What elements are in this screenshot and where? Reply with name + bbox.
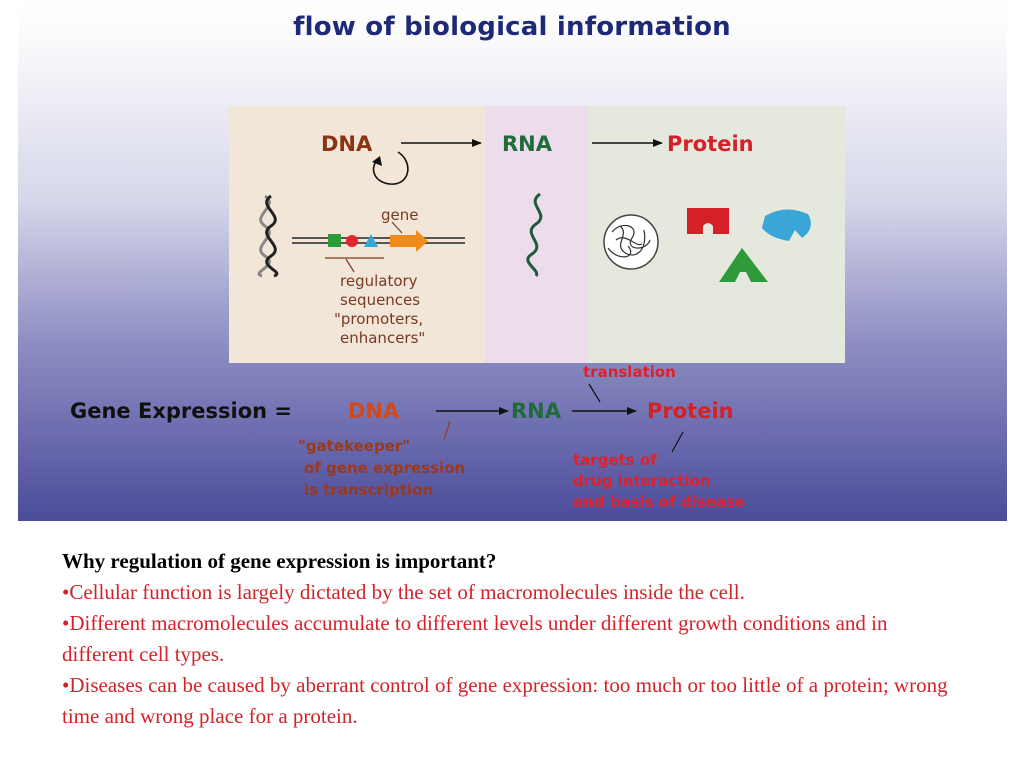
square-element-icon	[328, 234, 341, 247]
replication-arrow	[372, 151, 409, 185]
dna-label: DNA	[321, 132, 373, 156]
question-heading: Why regulation of gene expression is imp…	[62, 549, 497, 573]
ge-rna-label: RNA	[511, 399, 561, 423]
gatekeeper-pointer	[443, 420, 451, 441]
replication-arrowhead	[372, 156, 382, 166]
explanation-text: Why regulation of gene expression is imp…	[62, 546, 962, 732]
targets-label-2: drug interaction	[573, 472, 711, 490]
circle-element-icon	[346, 235, 358, 247]
regulatory-pointer	[345, 258, 355, 273]
regulatory-label-1: regulatory	[340, 272, 418, 290]
dna-helix-icon	[257, 194, 279, 278]
translation-pointer	[588, 383, 601, 403]
rna-label: RNA	[502, 132, 552, 156]
gene-pointer	[391, 221, 403, 234]
regulatory-label-4: enhancers"	[340, 329, 426, 347]
ge-dna-label: DNA	[348, 399, 400, 423]
bullet-3: •Diseases can be caused by aberrant cont…	[62, 673, 948, 728]
rna-strand-icon	[526, 192, 543, 277]
rna-panel	[485, 106, 588, 363]
gene-strand	[292, 230, 465, 252]
bullet-1: •Cellular function is largely dictated b…	[62, 580, 745, 604]
translation-label: translation	[583, 363, 676, 381]
triangle-element-icon	[364, 234, 378, 247]
protein-label: Protein	[667, 132, 754, 156]
targets-label-1: targets of	[573, 451, 657, 469]
red-protein-icon	[687, 208, 729, 234]
gatekeeper-label-1: "gatekeeper"	[298, 437, 411, 455]
gatekeeper-label-2: of gene expression	[304, 459, 466, 477]
globular-protein-icon	[603, 214, 659, 270]
ge-protein-label: Protein	[647, 399, 734, 423]
blue-protein-icon	[762, 209, 811, 241]
regulatory-label-2: sequences	[340, 291, 421, 309]
regulatory-label-3: "promoters,	[334, 310, 424, 328]
gene-expression-prefix: Gene Expression =	[70, 399, 292, 423]
targets-label-3: and basis of disease	[573, 493, 746, 511]
dna-panel	[229, 106, 485, 363]
green-protein-icon	[719, 248, 768, 282]
gene-label: gene	[381, 206, 419, 224]
targets-pointer	[671, 431, 684, 453]
bullet-2: •Different macromolecules accumulate to …	[62, 611, 888, 666]
figure-title: flow of biological information	[293, 12, 731, 42]
gene-arrow-icon	[390, 230, 428, 252]
gatekeeper-label-3: is transcription	[304, 481, 434, 499]
